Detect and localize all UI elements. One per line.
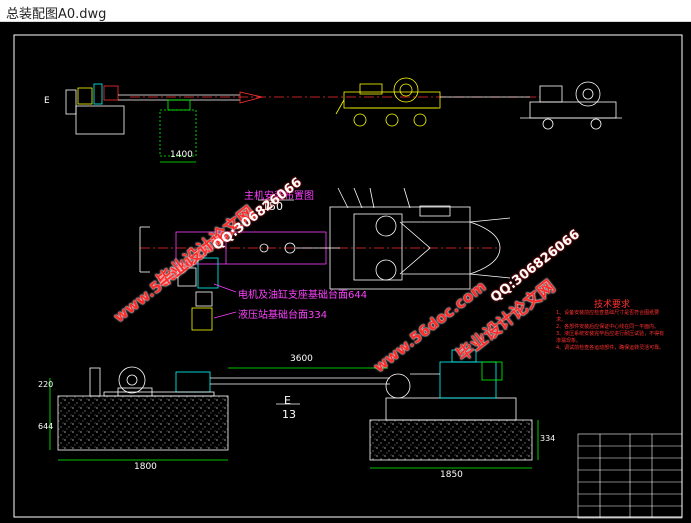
- tech-item: 4、调试前检查各运动部件，确保运转灵活可靠。: [556, 345, 665, 351]
- top-elevation-view: [65, 77, 622, 163]
- window-title: 总装配图A0.dwg: [6, 7, 107, 22]
- tech-item: 3、液压系统安装完毕后应进行耐压试验，不得有渗漏现象。: [556, 331, 665, 344]
- drawing-border: [13, 34, 683, 518]
- dim-top-width: 1400: [170, 150, 193, 160]
- cad-drawing: [13, 34, 683, 519]
- side-elevation: [49, 349, 539, 469]
- tech-title: 技术要求: [593, 300, 630, 310]
- technical-requirements: 技术要求 1、设备安装前应检查基础尺寸是否符合图纸要求。 2、各部件安装后应保证…: [556, 297, 668, 352]
- dim-left-height-a: 220: [38, 380, 54, 389]
- dim-span-length: 3600: [290, 354, 313, 364]
- section-mark-top-left: E: [44, 96, 50, 106]
- dim-right-height: 334: [540, 434, 556, 443]
- left-foundation: [57, 395, 229, 451]
- magenta-note-left-1: 电机及油缸支座基础台面644: [238, 290, 368, 301]
- title-block: [577, 433, 683, 519]
- plan-view: [139, 187, 511, 331]
- cad-viewport[interactable]: E 1400 主机安装布置图 150 电机及油缸支座基础台面644 液压站基础台…: [0, 22, 691, 523]
- magenta-note-top: 主机安装布置图: [244, 191, 314, 202]
- tech-item: 2、各部件安装后应保证中心线在同一平面内。: [556, 324, 660, 330]
- magenta-note-left-2: 液压站基础台面334: [238, 310, 328, 321]
- title-bar: 总装配图A0.dwg: [0, 0, 691, 22]
- dim-left-base-width: 1800: [134, 462, 157, 472]
- motor-base-box: [75, 105, 125, 135]
- dim-left-height-b: 644: [38, 422, 54, 431]
- dim-right-base-width: 1850: [440, 470, 463, 480]
- view-label-top: E: [284, 394, 291, 407]
- tech-item: 1、设备安装前应检查基础尺寸是否符合图纸要求。: [556, 310, 660, 323]
- section-label: 150: [262, 200, 283, 213]
- view-label-bottom: 13: [282, 408, 296, 421]
- right-foundation: [369, 419, 533, 461]
